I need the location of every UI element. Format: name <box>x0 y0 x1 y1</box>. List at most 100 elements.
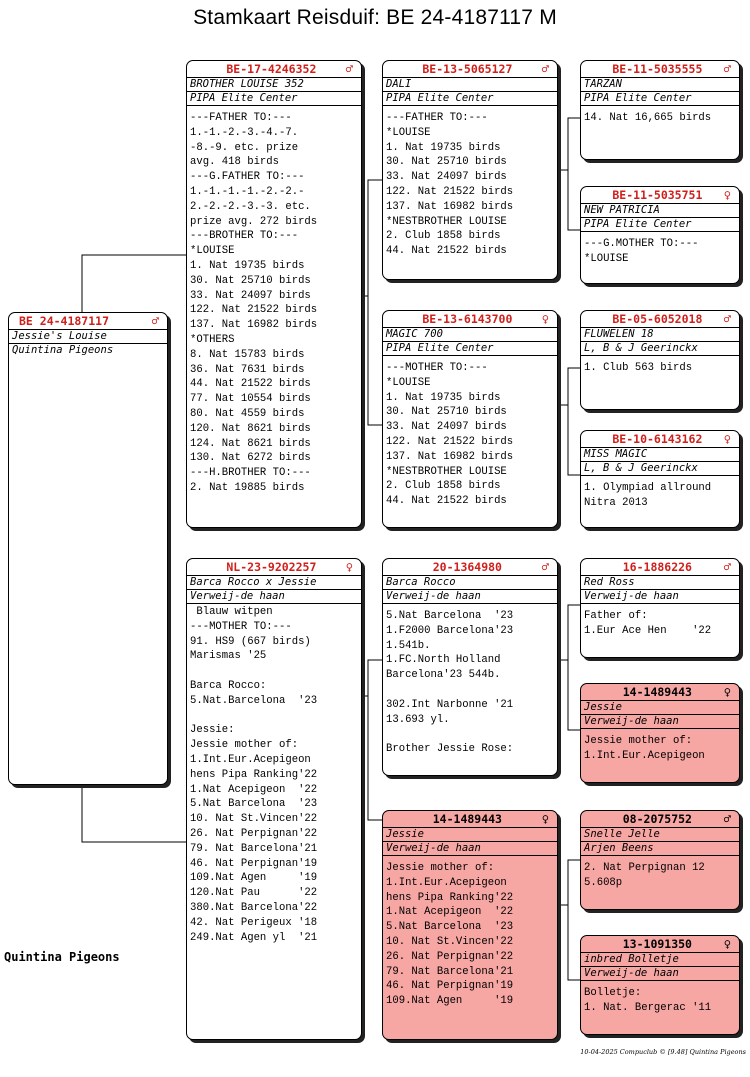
note-line: Blauw witpen <box>190 606 273 618</box>
note-line: 2. Club 1858 birds <box>386 480 501 493</box>
note-line: 122. Nat 21522 birds <box>190 304 318 317</box>
pigeon-name: FLUWELEN 18 <box>581 327 739 341</box>
note-line: prize avg. 272 birds <box>190 215 318 228</box>
pigeon-name: TARZAN <box>581 77 739 91</box>
note-line: *LOUISE <box>386 126 431 139</box>
pigeon-owner: Verweij-de haan <box>581 966 739 981</box>
pigeon-card-fm-sire[interactable]: BE-05-6052018♂ FLUWELEN 18 L, B & J Geer… <box>580 310 740 410</box>
ring-number: BE-10-6143162 <box>612 432 703 446</box>
pigeon-name: BROTHER LOUISE 352 <box>187 77 361 91</box>
pigeon-owner: PIPA Elite Center <box>581 91 739 106</box>
male-sex-icon: ♂ <box>723 812 731 826</box>
note-line: 137. Nat 16982 birds <box>386 200 514 213</box>
note-line <box>190 664 358 679</box>
note-line: 33. Nat 24097 birds <box>190 289 311 302</box>
note-line: *LOUISE <box>386 376 431 389</box>
pigeon-card-fm-dam[interactable]: BE-10-6143162♀ MISS MAGIC L, B & J Geeri… <box>580 430 740 528</box>
pigeon-owner: PIPA Elite Center <box>383 341 557 356</box>
ring-number: BE 24-4187117 <box>19 314 110 328</box>
note-line: ---G.FATHER TO:--- <box>190 171 305 184</box>
note-line: 1.-1.-2.-3.-4.-7. <box>190 126 299 139</box>
note-line: 1. Nat. Bergerac '11 <box>584 1001 712 1014</box>
note-line: *NESTBROTHER LOUISE <box>386 215 507 228</box>
note-line: 5.Nat Barcelona '23 <box>386 921 514 934</box>
note-line: 26. Nat Perpignan'22 <box>386 950 514 963</box>
note-line: 1. Club 563 birds <box>584 362 693 374</box>
pigeon-name: Jessie's Louise <box>9 329 167 343</box>
note-line: 5.608p <box>584 876 623 889</box>
note-line: 130. Nat 6272 birds <box>190 452 311 465</box>
pigeon-card-mother[interactable]: NL-23-9202257♀ Barca Rocco x Jessie Verw… <box>186 558 362 1040</box>
ring-number: BE-13-6143700 <box>422 312 513 326</box>
pigeon-card-mf-sire[interactable]: 16-1886226♂ Red Ross Verweij-de haan Fat… <box>580 558 740 658</box>
pigeon-card-father-sire[interactable]: BE-13-5065127♂ DALI PIPA Elite Center --… <box>382 60 558 280</box>
note-line: -8.-9. etc. prize <box>190 141 299 154</box>
note-line: 91. HS9 (667 birds) <box>190 635 311 648</box>
note-line: 137. Nat 16982 birds <box>190 319 318 332</box>
pigeon-notes: Father of:1.Eur Ace Hen '22 <box>581 604 739 639</box>
pigeon-card-father-dam[interactable]: BE-13-6143700♀ MAGIC 700 PIPA Elite Cent… <box>382 310 558 528</box>
note-line <box>190 709 358 724</box>
pigeon-owner: PIPA Elite Center <box>187 91 361 106</box>
ring-number: NL-23-9202257 <box>226 560 317 574</box>
pigeon-card-mf-dam[interactable]: 14-1489443♀ Jessie Verweij-de haan Jessi… <box>580 683 740 783</box>
note-line: 36. Nat 7631 birds <box>190 363 305 376</box>
note-line: ---MOTHER TO:--- <box>190 620 292 633</box>
note-line: 122. Nat 21522 birds <box>386 185 514 198</box>
pigeon-name: MISS MAGIC <box>581 447 739 461</box>
note-line: *OTHERS <box>190 333 235 346</box>
female-sex-icon: ♀ <box>541 312 549 326</box>
note-line: 302.Int Narbonne '21 <box>386 698 514 711</box>
ring-number: 14-1489443 <box>622 685 692 699</box>
pigeon-card-ff-sire[interactable]: BE-11-5035555♂ TARZAN PIPA Elite Center … <box>580 60 740 160</box>
ring-number: 13-1091350 <box>622 937 692 951</box>
pigeon-card-mother-dam[interactable]: 14-1489443♀ Jessie Verweij-de haan Jessi… <box>382 810 558 1040</box>
pigeon-card-father[interactable]: BE-17-4246352♂ BROTHER LOUISE 352 PIPA E… <box>186 60 362 528</box>
pigeon-card-subject[interactable]: BE 24-4187117♂ Jessie's Louise Quintina … <box>8 312 168 785</box>
note-line: 137. Nat 16982 birds <box>386 450 514 463</box>
footer-credit: 10-04-2025 Compuclub © [9.48] Quintina P… <box>580 1048 746 1056</box>
note-line: 1. Nat 19735 birds <box>190 259 305 272</box>
ring-number: 08-2075752 <box>622 812 692 826</box>
ring-number: 14-1489443 <box>432 812 502 826</box>
pigeon-name: DALI <box>383 77 557 91</box>
pigeon-card-mm-dam[interactable]: 13-1091350♀ inbred Bolletje Verweij-de h… <box>580 935 740 1035</box>
note-line: ---MOTHER TO:--- <box>386 362 488 374</box>
pigeon-notes: 1. Club 563 birds <box>581 356 739 376</box>
note-line: 10. Nat St.Vincen'22 <box>190 813 318 826</box>
female-sex-icon: ♀ <box>541 812 549 826</box>
note-line: Jessie: <box>190 724 235 737</box>
note-line: Marismas '25 <box>190 650 267 663</box>
note-line: ---FATHER TO:--- <box>190 112 292 124</box>
note-line: 77. Nat 10554 birds <box>190 393 311 406</box>
pigeon-card-ff-dam[interactable]: BE-11-5035751♀ NEW PATRICIA PIPA Elite C… <box>580 186 740 284</box>
pigeon-card-mother-sire[interactable]: 20-1364980♂ Barca Rocco Verweij-de haan … <box>382 558 558 776</box>
page-title: Stamkaart Reisduif: BE 24-4187117 M <box>193 6 557 29</box>
note-line: 8. Nat 15783 birds <box>190 348 305 361</box>
note-line: 5.Nat Barcelona '23 <box>386 610 514 622</box>
pigeon-owner: L, B & J Geerinckx <box>581 341 739 356</box>
note-line: 30. Nat 25710 birds <box>190 274 311 287</box>
ring-number: 16-1886226 <box>622 560 692 574</box>
female-sex-icon: ♀ <box>723 432 731 446</box>
note-line: hens Pipa Ranking'22 <box>386 891 514 904</box>
pigeon-owner: Verweij-de haan <box>581 714 739 729</box>
male-sex-icon: ♂ <box>723 312 731 326</box>
note-line: 30. Nat 25710 birds <box>386 156 507 169</box>
pigeon-owner: Verweij-de haan <box>383 589 557 604</box>
note-line: 380.Nat Barcelona'22 <box>190 901 318 914</box>
male-sex-icon: ♂ <box>541 560 549 574</box>
pigeon-name: NEW PATRICIA <box>581 203 739 217</box>
note-line: 124. Nat 8621 birds <box>190 437 311 450</box>
note-line: *LOUISE <box>190 245 235 258</box>
note-line: 120. Nat 8621 birds <box>190 422 311 435</box>
pigeon-name: Jessie <box>581 700 739 714</box>
note-line: 79. Nat Barcelona'21 <box>386 965 514 978</box>
note-line: 109.Nat Agen '19 <box>386 995 514 1008</box>
pigeon-notes: Jessie mother of:1.Int.Eur.Acepigeon <box>581 729 739 764</box>
pigeon-card-mm-sire[interactable]: 08-2075752♂ Snelle Jelle Arjen Beens 2. … <box>580 810 740 910</box>
female-sex-icon: ♀ <box>723 937 731 951</box>
